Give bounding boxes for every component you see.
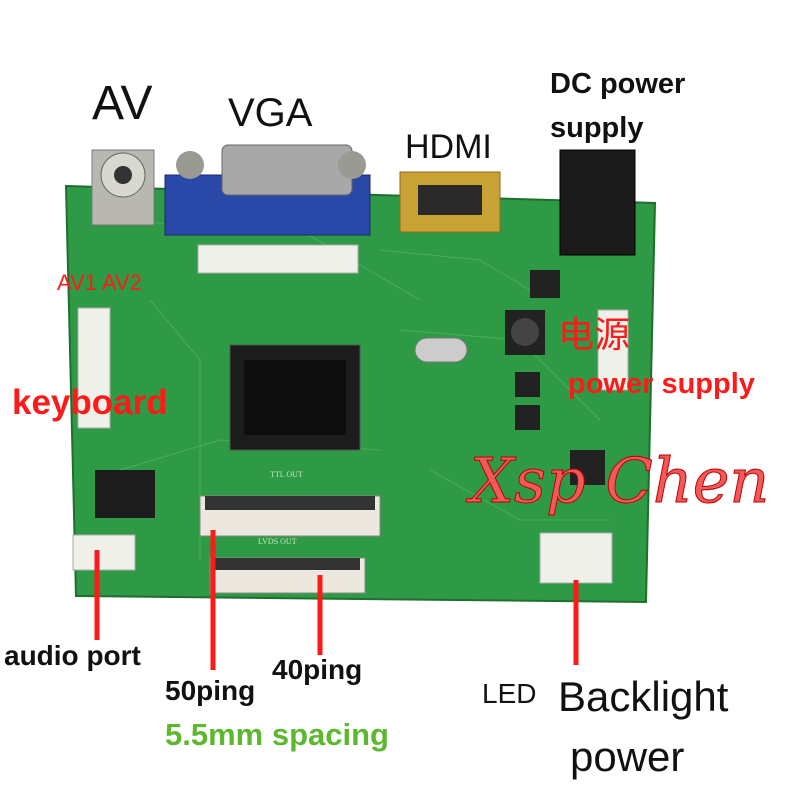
power-cn-label: 电源 bbox=[558, 315, 631, 356]
audio-port-label: audio port bbox=[4, 640, 141, 671]
audio-connector bbox=[72, 534, 136, 571]
led-label: LED bbox=[482, 678, 537, 709]
backlight-connector bbox=[539, 532, 613, 584]
keyboard-connector bbox=[77, 307, 111, 429]
dc-power-label-line1: DC power bbox=[550, 68, 686, 100]
av1-av2-label: AV1 AV2 bbox=[57, 270, 142, 295]
lvds-out-label: LVDS OUT bbox=[258, 537, 297, 546]
vga-label: VGA bbox=[228, 91, 313, 135]
pin40-label: 40ping bbox=[272, 654, 363, 685]
dc-jack bbox=[559, 149, 636, 256]
keyboard-label: keyboard bbox=[12, 383, 168, 422]
dc-power-label-line2: supply bbox=[550, 112, 644, 144]
hdmi-port bbox=[399, 171, 501, 233]
hdmi-label: HDMI bbox=[405, 128, 492, 166]
backlight-power-label: power bbox=[570, 733, 685, 780]
watermark: Xsp Chen bbox=[469, 444, 770, 517]
pin50-label: 50ping bbox=[165, 675, 256, 706]
power-supply-label: power supply bbox=[568, 368, 755, 400]
backlight-label: Backlight bbox=[558, 673, 729, 720]
av-label: AV bbox=[92, 77, 153, 130]
ttl-out-label: TTL OUT bbox=[270, 470, 303, 479]
spacing-label: 5.5mm spacing bbox=[165, 717, 389, 752]
